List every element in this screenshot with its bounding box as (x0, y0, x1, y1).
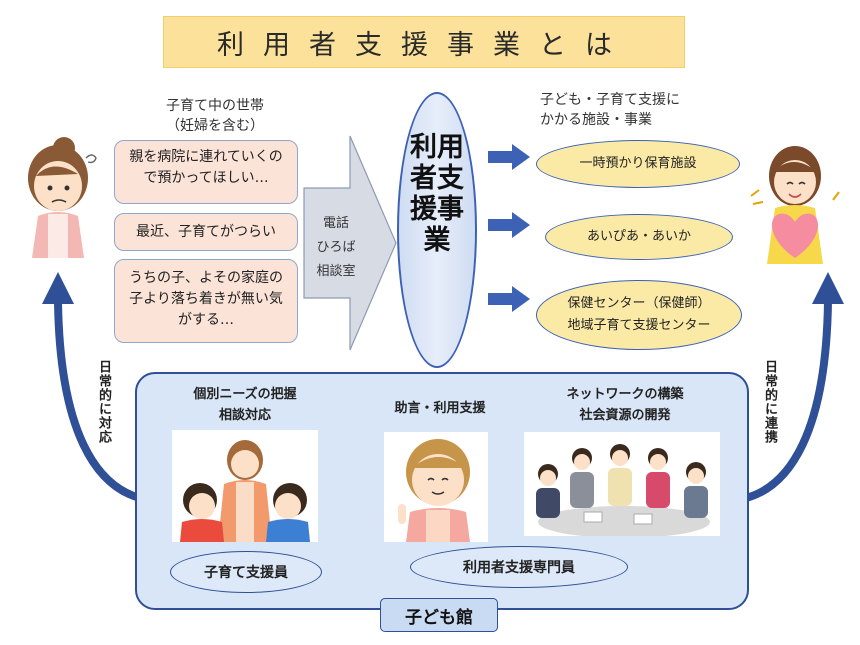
channel-arrow (303, 135, 397, 351)
staff-user-support-specialist: 利用者支援専門員 (410, 546, 628, 588)
supporter-with-children-illustration (172, 430, 318, 542)
channel-phone: 電話 (322, 216, 349, 231)
section-individual-needs: 個別ニーズの把握 相談対応 (193, 387, 297, 423)
household-label: 子育て中の世帯 （妊婦を含む） (166, 98, 264, 134)
arrow-right-icon (488, 212, 530, 238)
staff-childcare-supporter: 子育て支援員 (170, 551, 322, 593)
right-arrow-label: 日常的に連携 (762, 360, 777, 444)
arrow-right-icon (488, 286, 530, 312)
facility-aipia-aika: あいぴあ・あいか (545, 214, 733, 260)
center-ellipse (397, 92, 477, 368)
speech-bubble-2: 最近、子育てがつらい (114, 213, 298, 251)
arrow-right-icon (488, 144, 530, 170)
worried-mother-icon (28, 137, 97, 258)
facility-name-tag: 子ども館 (380, 598, 498, 632)
smiling-woman-heart-icon (750, 146, 840, 264)
facilities-label: 子ども・子育て支援に かかる施設・事業 (540, 92, 680, 128)
speech-bubble-3: うちの子、よその家庭の子より落ち着きが無い気がする… (114, 259, 298, 343)
speech-bubble-1: 親を病院に連れていくので預かってほしい… (114, 140, 298, 204)
center-label: 利用者支援事業 (410, 132, 464, 256)
page-title: 利用者支援事業とは (163, 16, 685, 68)
channel-hiroba: ひろば (316, 240, 356, 255)
section-advice-support: 助言・利用支援 (394, 401, 486, 416)
advisor-illustration (384, 432, 488, 542)
left-arrow-label: 日常的に対応 (96, 360, 111, 444)
curved-arrow-icon (742, 272, 844, 502)
curved-arrow-icon (42, 272, 144, 502)
meeting-illustration (524, 432, 720, 536)
facility-health-center: 保健センター（保健師） 地域子育て支援センター (536, 280, 742, 350)
facility-temporary-childcare: 一時預かり保育施設 (536, 140, 740, 188)
channel-consultation-room: 相談室 (316, 264, 356, 279)
channel-list: 電話 ひろば 相談室 (306, 212, 366, 284)
section-network: ネットワークの構築 社会資源の開発 (566, 387, 684, 423)
